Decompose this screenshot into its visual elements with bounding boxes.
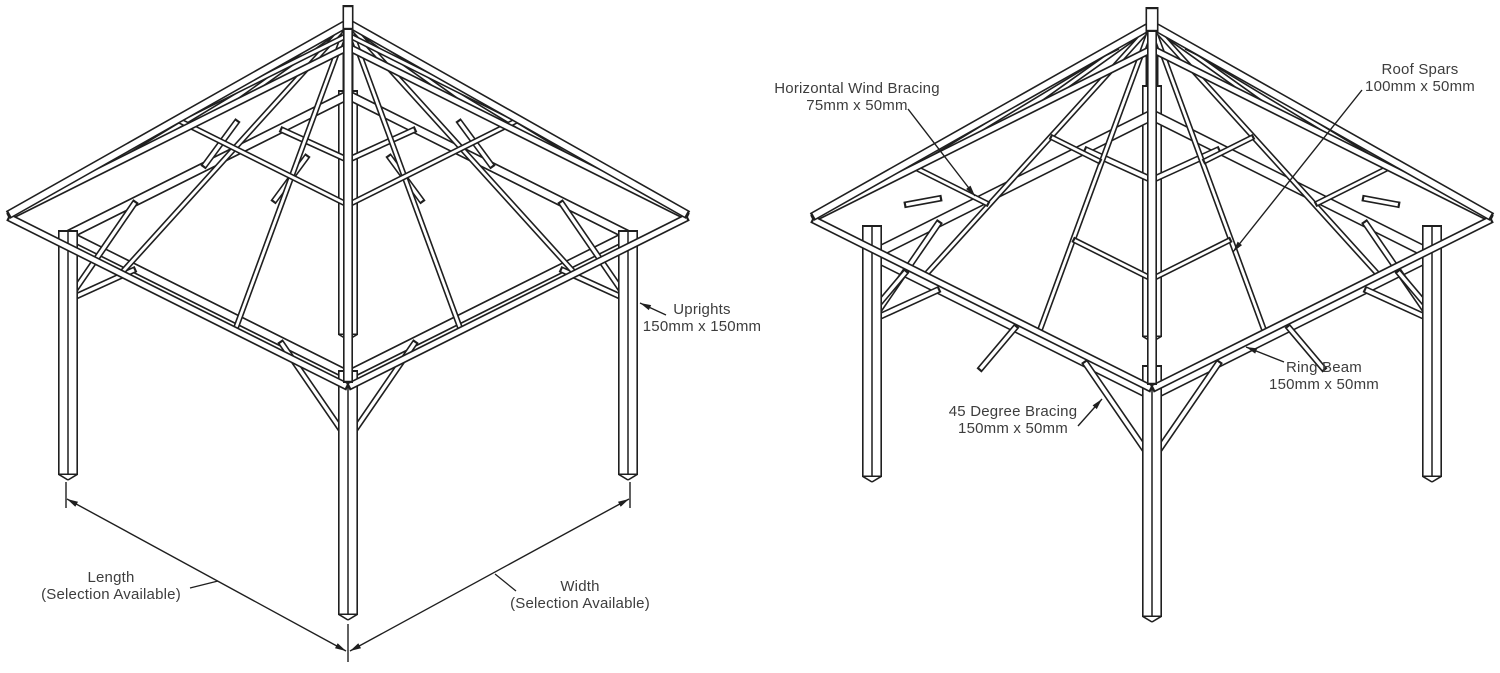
label-length-dimension: Length (Selection Available) [41, 569, 181, 603]
label-45-degree-bracing: 45 Degree Bracing 150mm x 50mm [948, 403, 1078, 437]
label-hwb-size: 75mm x 50mm [806, 96, 908, 114]
label-uprights: Uprights 150mm x 150mm [642, 301, 762, 335]
label-ring-beam: Ring Beam 150mm x 50mm [1269, 359, 1379, 393]
label-45deg-name: 45 Degree Bracing [948, 403, 1078, 420]
label-hwb-name: Horizontal Wind Bracing [774, 80, 940, 97]
label-length-name: Length [87, 569, 135, 586]
right-leader-lines [907, 89, 1363, 427]
label-width-note: (Selection Available) [510, 594, 650, 612]
right-gazebo-drawing [809, 7, 1495, 623]
label-uprights-name: Uprights [673, 301, 731, 318]
label-width-dimension: Width (Selection Available) [510, 578, 650, 612]
label-ring-beam-name: Ring Beam [1285, 359, 1362, 376]
label-45deg-size: 150mm x 50mm [958, 419, 1068, 437]
left-dimension-lines [65, 302, 667, 662]
label-ring-beam-size: 150mm x 50mm [1269, 375, 1379, 393]
label-uprights-size: 150mm x 150mm [642, 317, 762, 335]
label-roof-spars-size: 100mm x 50mm [1365, 77, 1475, 95]
label-roof-spars-name: Roof Spars [1381, 61, 1459, 78]
label-horizontal-wind-bracing: Horizontal Wind Bracing 75mm x 50mm [774, 80, 940, 114]
left-gazebo-drawing [5, 5, 691, 621]
label-width-name: Width [560, 578, 600, 595]
label-roof-spars: Roof Spars 100mm x 50mm [1365, 61, 1475, 95]
label-length-note: (Selection Available) [41, 585, 181, 603]
